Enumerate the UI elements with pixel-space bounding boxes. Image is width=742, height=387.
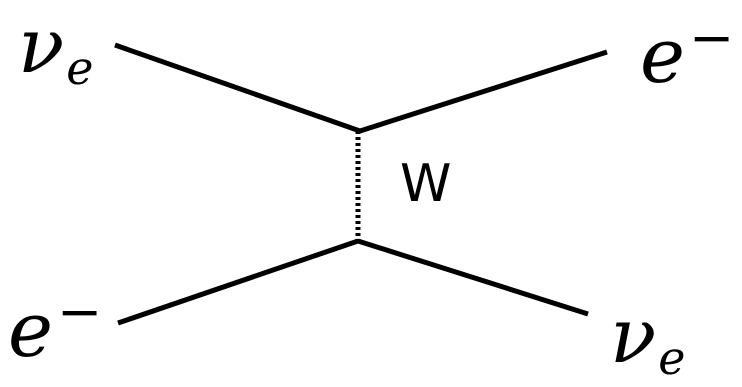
outgoing-electron-line [359,49,608,134]
label-incoming-electron: e− [8,285,102,368]
outgoing-neutrino-line [357,238,589,317]
label-outgoing-electron: e− [640,11,734,94]
electron-symbol: e [8,285,53,374]
electron-superscript: − [56,280,103,343]
label-incoming-neutrino: νe [18,8,93,92]
neutrino-symbol: ν [610,291,657,380]
label-w-boson: W [400,154,452,214]
incoming-electron-line [117,238,359,326]
incoming-neutrino-line [114,42,361,134]
electron-symbol: e [640,11,685,100]
neutrino-subscript: e [66,41,94,95]
neutrino-symbol: ν [18,1,65,90]
label-outgoing-neutrino: νe [610,298,685,382]
electron-superscript: − [688,6,735,69]
neutrino-subscript: e [658,331,686,385]
